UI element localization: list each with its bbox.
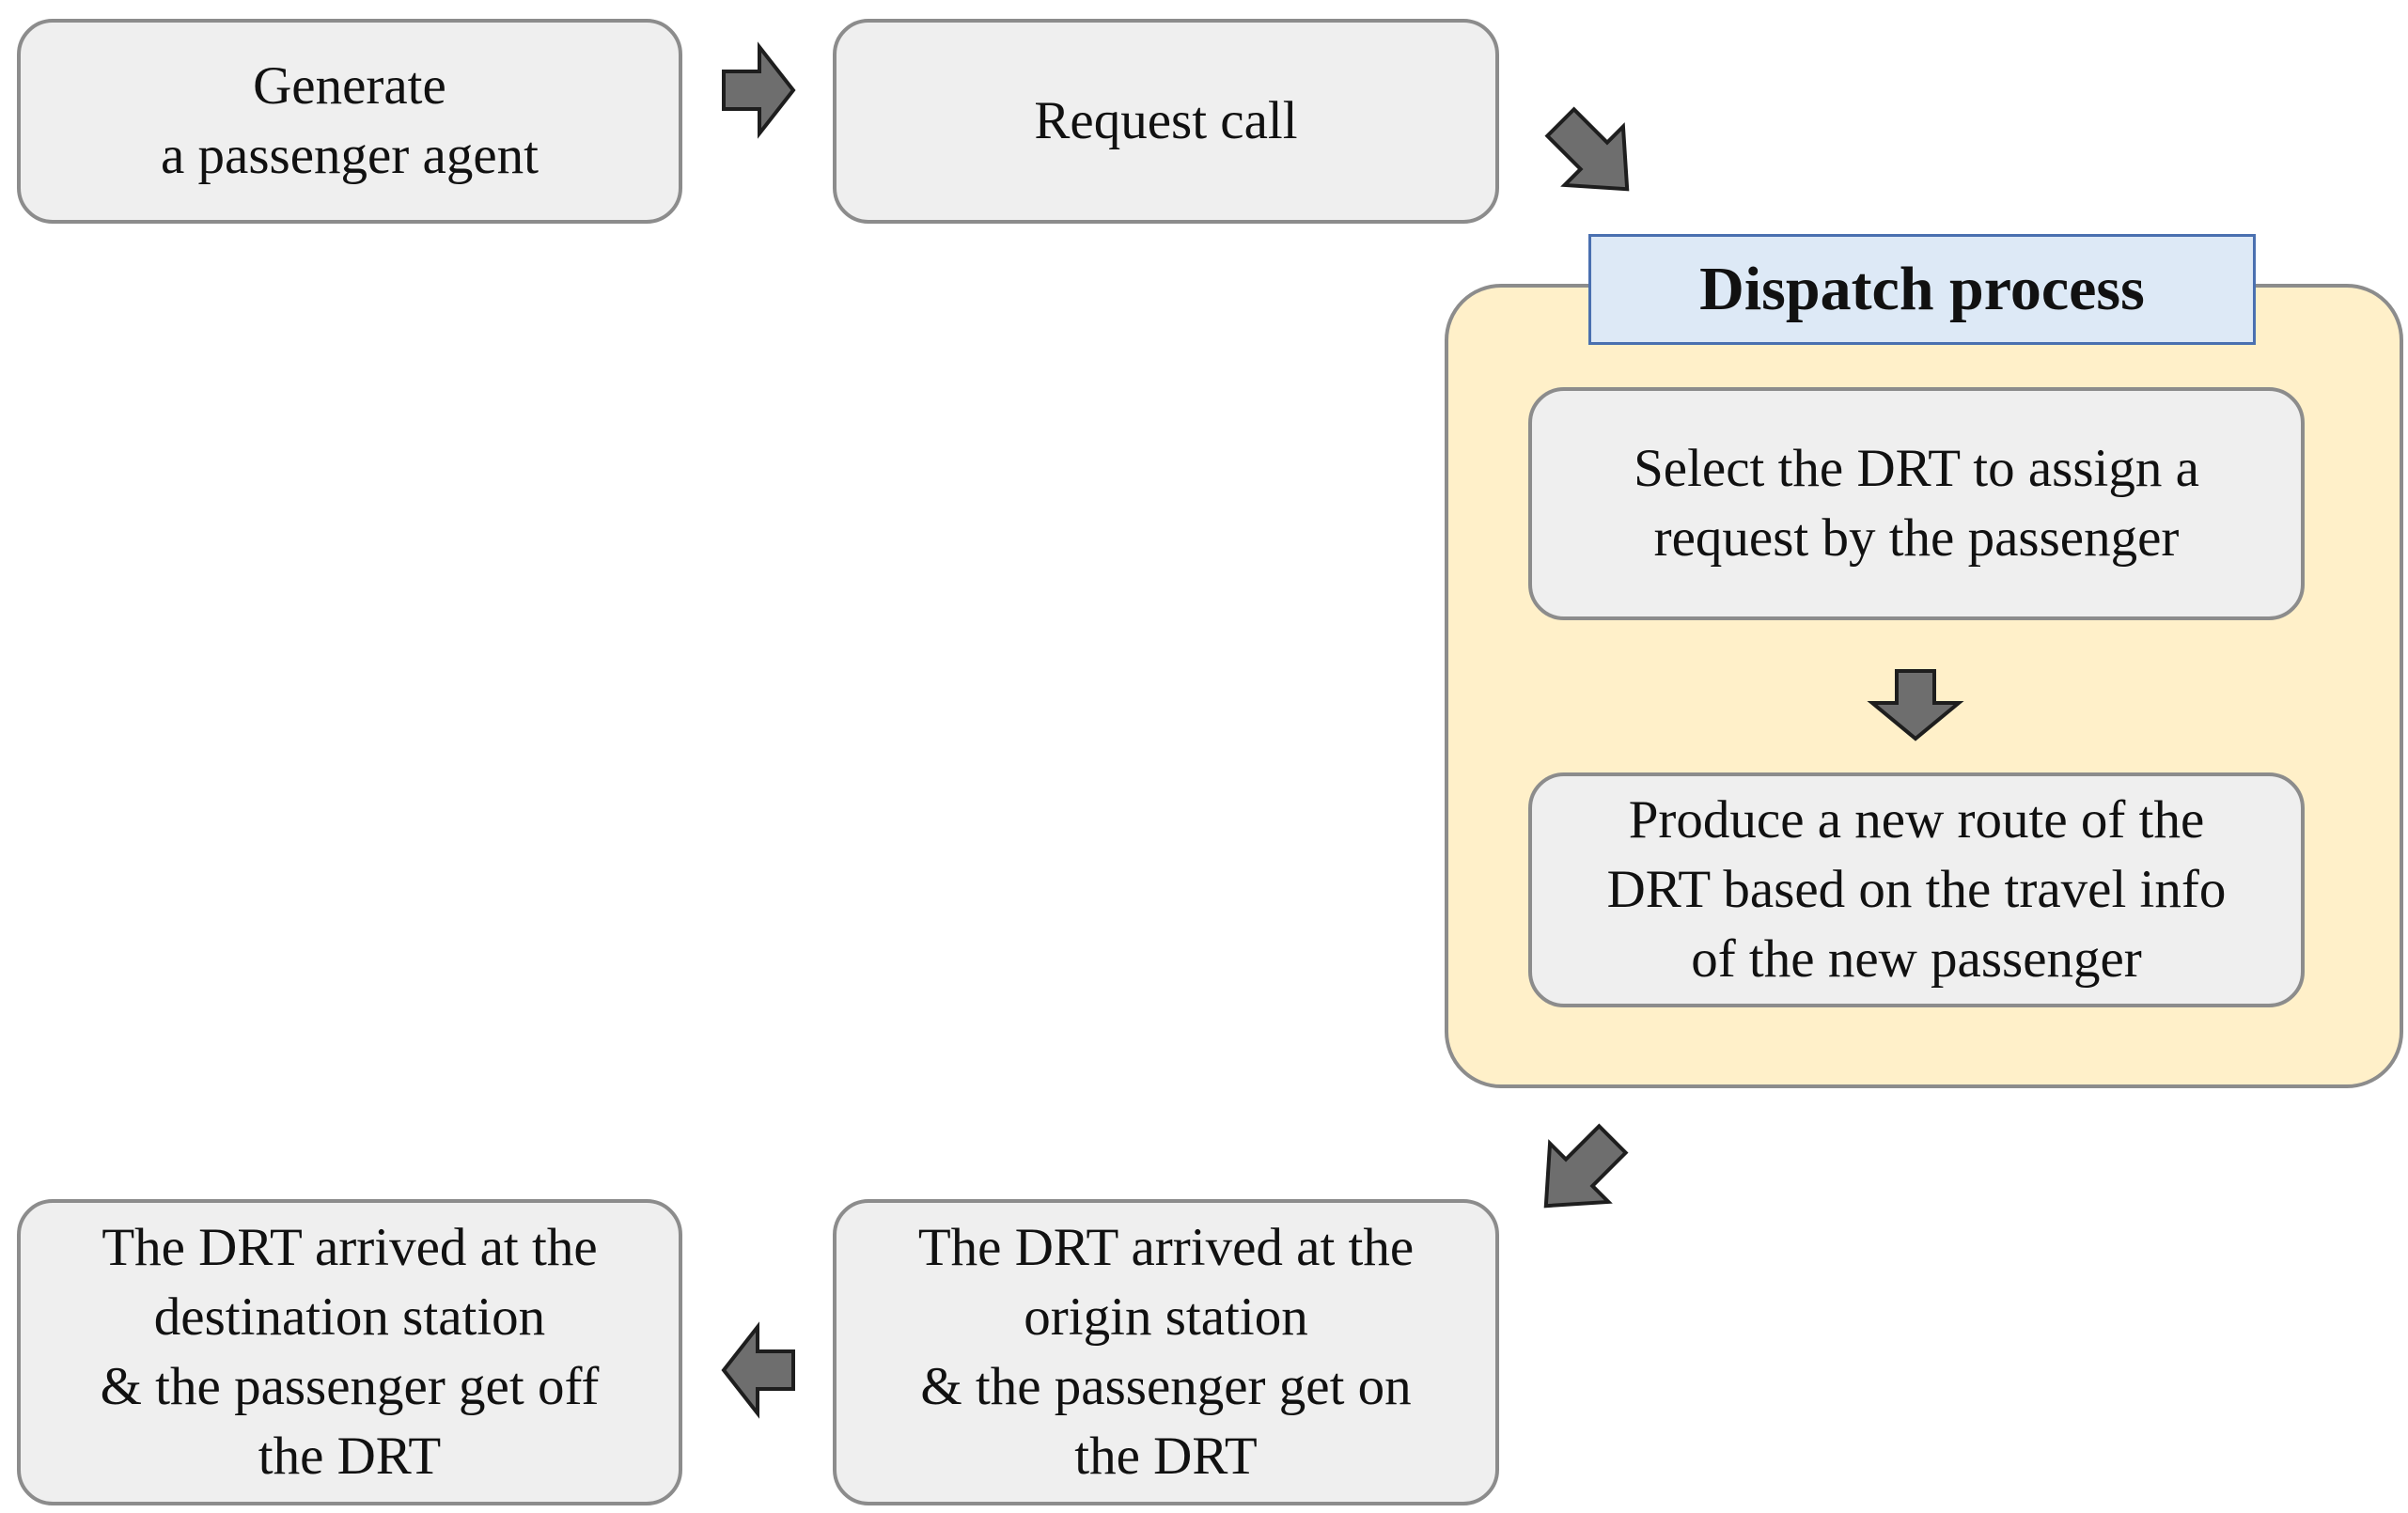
node-text-line: Select the DRT to assign a bbox=[1634, 439, 2199, 498]
node-text-line: Request call bbox=[1034, 91, 1298, 150]
node-generate-passenger-agent: Generate a passenger agent bbox=[17, 19, 682, 224]
node-text-line: the DRT bbox=[258, 1427, 442, 1486]
node-text-line: a passenger agent bbox=[161, 126, 539, 185]
node-text-line: The DRT arrived at the bbox=[102, 1218, 598, 1277]
dispatch-process-title-text: Dispatch process bbox=[1699, 255, 2145, 323]
arrow-down-icon bbox=[1867, 669, 1964, 741]
node-text-line: Generate bbox=[253, 56, 446, 116]
node-select-drt: Select the DRT to assign a request by th… bbox=[1528, 387, 2305, 620]
dispatch-process-title: Dispatch process bbox=[1588, 234, 2256, 345]
node-text-line: Produce a new route of the bbox=[1628, 790, 2205, 850]
arrow-diagonal-down-left-icon bbox=[1543, 1123, 1629, 1209]
node-text-line: & the passenger get off bbox=[100, 1357, 600, 1416]
node-produce-route: Produce a new route of the DRT based on … bbox=[1528, 772, 2305, 1007]
node-text-line: destination station bbox=[153, 1287, 546, 1347]
arrow-right-icon bbox=[722, 41, 796, 139]
node-text-line: The DRT arrived at the bbox=[917, 1218, 1415, 1277]
node-text-line: request by the passenger bbox=[1653, 508, 2180, 568]
node-text-line: of the new passenger bbox=[1691, 929, 2142, 989]
node-arrived-origin: The DRT arrived at the origin station & … bbox=[833, 1199, 1499, 1505]
node-text-line: DRT based on the travel info bbox=[1606, 860, 2227, 919]
node-arrived-destination: The DRT arrived at the destination stati… bbox=[17, 1199, 682, 1505]
node-text-line: origin station bbox=[1024, 1287, 1308, 1347]
node-text-line: & the passenger get on bbox=[920, 1357, 1412, 1416]
arrow-left-icon bbox=[721, 1321, 795, 1419]
node-text-line: the DRT bbox=[1074, 1427, 1258, 1486]
node-request-call: Request call bbox=[833, 19, 1499, 224]
arrow-diagonal-down-right-icon bbox=[1544, 106, 1630, 192]
